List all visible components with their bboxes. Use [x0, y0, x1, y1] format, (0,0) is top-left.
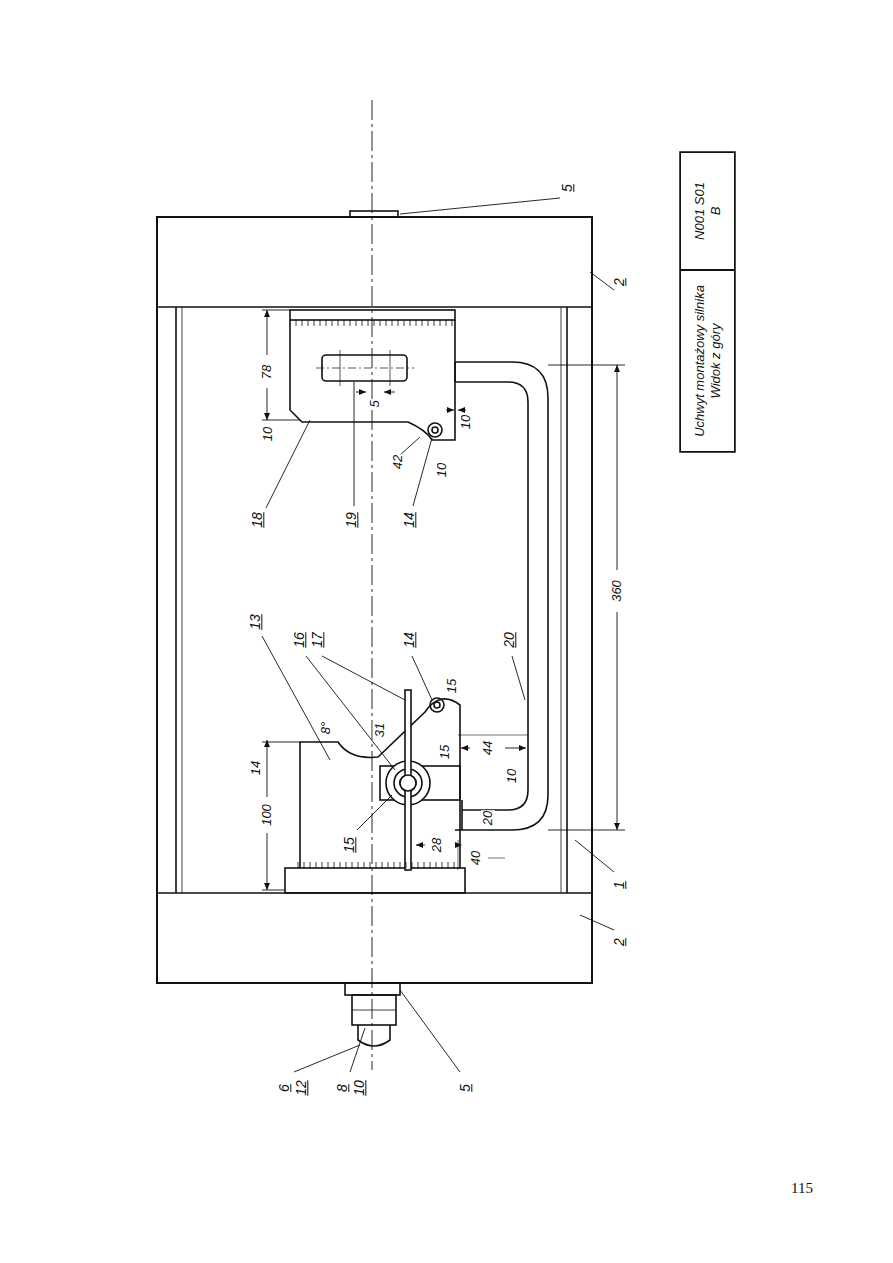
- dimension-value: 5: [368, 399, 382, 408]
- callout-number: 2: [612, 277, 627, 287]
- dimension-value: 31: [373, 722, 387, 738]
- weld-tick: [328, 862, 329, 868]
- weld-tick: [308, 320, 309, 326]
- weld-tick: [326, 320, 327, 326]
- weld-tick: [332, 320, 333, 326]
- weld-tick: [340, 862, 341, 868]
- callout-number: 14: [402, 511, 417, 529]
- weld-tick: [298, 862, 299, 868]
- weld-tick: [400, 862, 401, 868]
- weld-tick: [320, 320, 321, 326]
- weld-tick: [386, 320, 387, 326]
- callout-number: 14: [402, 631, 417, 649]
- weld-tick: [316, 862, 317, 868]
- weld-tick: [344, 320, 345, 326]
- dimension-value: 10: [505, 768, 519, 784]
- weld-tick: [448, 862, 449, 868]
- title-block-cell: N001 S01 B: [680, 152, 735, 270]
- weld-tick: [404, 320, 405, 326]
- weld-tick: [310, 862, 311, 868]
- callout-number: 2: [612, 937, 627, 947]
- weld-tick: [422, 320, 423, 326]
- weld-tick: [412, 862, 413, 868]
- weld-tick: [334, 862, 335, 868]
- dimension-value: 42: [391, 454, 405, 470]
- dimension-value: 10: [459, 414, 473, 430]
- weld-tick: [364, 862, 365, 868]
- callout-number: 6: [277, 1083, 292, 1093]
- page-number: 115: [790, 1180, 814, 1197]
- title-text: N001 S01 B: [691, 176, 724, 246]
- callout-number: 18: [250, 511, 265, 529]
- dimension-value: 8°: [319, 721, 333, 735]
- weld-tick: [428, 320, 429, 326]
- dimension-value: 14: [249, 760, 263, 776]
- weld-tick: [370, 862, 371, 868]
- weld-tick: [302, 320, 303, 326]
- dimension-value: 28: [430, 837, 444, 853]
- weld-tick: [380, 320, 381, 326]
- weld-tick: [430, 862, 431, 868]
- weld-tick: [418, 862, 419, 868]
- dimension-value: 78: [260, 364, 274, 380]
- callout-number: 1: [612, 880, 627, 890]
- weld-tick: [392, 320, 393, 326]
- weld-tick: [424, 862, 425, 868]
- weld-tick: [362, 320, 363, 326]
- title-text: Uchwyt montażowy silnika Widok z góry: [691, 276, 724, 446]
- weld-tick: [368, 320, 369, 326]
- weld-tick: [350, 320, 351, 326]
- weld-tick: [394, 862, 395, 868]
- weld-tick: [322, 862, 323, 868]
- weld-tick: [382, 862, 383, 868]
- weld-tick: [442, 862, 443, 868]
- weld-tick: [358, 862, 359, 868]
- dimension-value: 20: [481, 810, 495, 826]
- dimension-value: 15: [445, 678, 459, 694]
- weld-tick: [440, 320, 441, 326]
- title-block-cell: Uchwyt montażowy silnika Widok z góry: [680, 270, 735, 452]
- callout-number: 5: [458, 1083, 473, 1093]
- weld-tick: [416, 320, 417, 326]
- callout-number: 13: [248, 613, 263, 631]
- callout-number: 12: [294, 1079, 309, 1097]
- weld-tick: [296, 320, 297, 326]
- callout-number: 10: [352, 1079, 367, 1097]
- callout-number: 16: [292, 631, 307, 649]
- weld-tick: [454, 862, 455, 868]
- weld-tick: [398, 320, 399, 326]
- callout-number: 17: [310, 631, 325, 649]
- callout-number: 8: [335, 1083, 350, 1093]
- weld-tick: [388, 862, 389, 868]
- dimension-value: 10: [435, 462, 449, 478]
- dimension-value: 100: [260, 803, 274, 827]
- weld-tick: [338, 320, 339, 326]
- callout-number: 20: [502, 631, 517, 649]
- weld-tick: [346, 862, 347, 868]
- weld-tick: [436, 862, 437, 868]
- weld-tick: [452, 320, 453, 326]
- callout-number: 15: [342, 836, 357, 854]
- weld-tick: [434, 320, 435, 326]
- weld-tick: [446, 320, 447, 326]
- weld-tick: [352, 862, 353, 868]
- dimension-value: 15: [438, 744, 452, 760]
- weld-tick: [376, 862, 377, 868]
- weld-tick: [314, 320, 315, 326]
- weld-tick: [406, 862, 407, 868]
- weld-tick: [304, 862, 305, 868]
- weld-tick: [356, 320, 357, 326]
- weld-tick: [410, 320, 411, 326]
- weld-tick: [374, 320, 375, 326]
- callout-number: 5: [560, 183, 575, 193]
- dimension-value: 40: [469, 850, 483, 866]
- callout-number: 19: [344, 511, 359, 529]
- dimension-value: 44: [481, 740, 495, 756]
- dimension-value: 360: [610, 579, 624, 603]
- dimension-value: 10: [261, 426, 275, 442]
